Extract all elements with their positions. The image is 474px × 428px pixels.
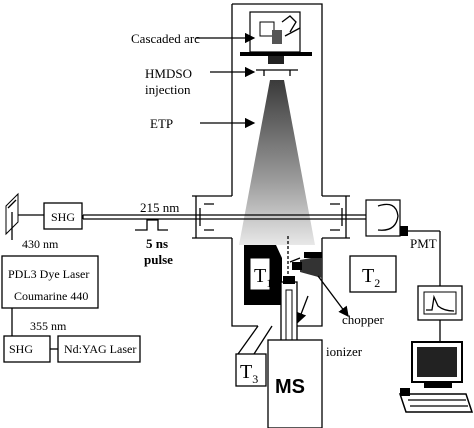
ndyag-label: Nd:YAG Laser	[64, 342, 136, 356]
wavelength-355-label: 355 nm	[30, 319, 67, 333]
label-arrows	[196, 32, 256, 129]
cascaded-arc-label: Cascaded arc	[131, 31, 200, 46]
optical-cross-arm	[83, 195, 380, 239]
t3-label: T3	[240, 361, 258, 386]
wavelength-215-label: 215 nm	[140, 200, 179, 215]
shg-top-box	[43, 202, 83, 230]
ms-label: MS	[275, 376, 305, 398]
dye-laser-label: PDL3 Dye Laser	[8, 267, 89, 281]
oscilloscope	[417, 285, 463, 342]
shg-top-label: SHG	[51, 210, 75, 224]
pulse-duration-label: 5 ns	[146, 236, 168, 251]
t2-box	[349, 255, 397, 293]
pulse-label: pulse	[144, 252, 173, 267]
shg-bottom-label: SHG	[9, 342, 33, 356]
t2-label: T2	[362, 265, 380, 290]
computer-icon	[398, 341, 474, 413]
ndyag-box	[57, 335, 141, 363]
coumarine-label: Coumarine 440	[14, 289, 88, 303]
t1-label: T1	[254, 265, 272, 290]
hmdso-label: HMDSO	[145, 66, 192, 81]
etp-label: ETP	[150, 116, 173, 131]
t3-box	[235, 353, 267, 387]
cascaded-arc-source	[240, 11, 312, 76]
ms-box	[267, 339, 323, 428]
pmt-label: PMT	[410, 236, 437, 251]
shg-bottom-box	[3, 335, 51, 363]
t1-pump-block	[244, 245, 282, 305]
t3-arm	[237, 325, 273, 355]
chopper-label: chopper	[342, 312, 385, 327]
plasma-plume	[239, 80, 315, 245]
ionizer-label: ionizer	[326, 344, 363, 359]
injection-label: injection	[145, 82, 191, 97]
wavelength-430-label: 430 nm	[22, 237, 59, 251]
dye-laser-box	[1, 255, 99, 309]
pmt-detector	[365, 199, 441, 286]
laser-system	[5, 192, 168, 350]
